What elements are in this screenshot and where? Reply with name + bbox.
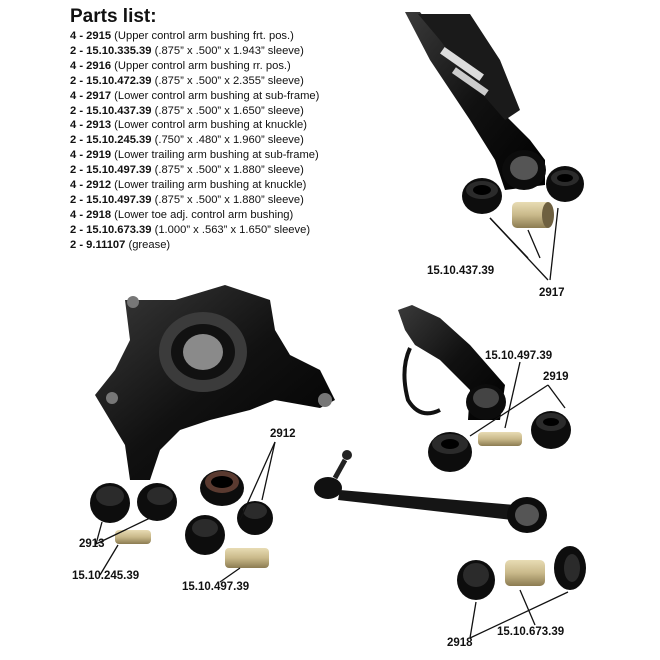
part-description: (Lower control arm bushing at knuckle) bbox=[111, 119, 307, 132]
parts-list: Parts list: 4 - 2915 (Upper control arm … bbox=[70, 6, 400, 253]
parts-list-item: 2 - 15.10.497.39 (.875” x .500” x 1.880”… bbox=[70, 163, 400, 178]
parts-list-item: 4 - 2918 (Lower toe adj. control arm bus… bbox=[70, 208, 400, 223]
part-description: (.875” x .500” x 1.880” sleeve) bbox=[151, 164, 304, 177]
callout-2912: 2912 bbox=[270, 428, 296, 440]
parts-list-item: 4 - 2919 (Lower trailing arm bushing at … bbox=[70, 148, 400, 163]
callout-15-10-437-39: 15.10.437.39 bbox=[427, 265, 495, 277]
callout-15-10-497-39-trailing: 15.10.497.39 bbox=[485, 350, 553, 362]
bushing-2912-left bbox=[185, 515, 225, 555]
part-description: (grease) bbox=[125, 238, 171, 251]
part-description: (1.000” x .563” x 1.650” sleeve) bbox=[151, 223, 311, 236]
sleeve-15-10-497-39-knuckle bbox=[225, 548, 269, 568]
part-code: 2 - 15.10.472.39 bbox=[70, 74, 152, 87]
bushing-2919-left bbox=[428, 432, 472, 472]
bushing-2919-right bbox=[531, 411, 571, 449]
part-code: 4 - 2918 bbox=[70, 208, 112, 221]
parts-list-item: 4 - 2915 (Upper control arm bushing frt.… bbox=[70, 29, 400, 44]
callout-2918: 2918 bbox=[447, 637, 473, 649]
lower-control-arm-photo bbox=[405, 12, 546, 190]
part-code: 2 - 15.10.245.39 bbox=[70, 134, 152, 147]
parts-list-item: 2 - 15.10.437.39 (.875” x .500” x 1.650”… bbox=[70, 104, 400, 119]
parts-list-item: 4 - 2912 (Lower trailing arm bushing at … bbox=[70, 178, 400, 193]
part-code: 2 - 15.10.497.39 bbox=[70, 193, 152, 206]
part-code: 2 - 15.10.673.39 bbox=[70, 223, 152, 236]
part-code: 2 - 15.10.497.39 bbox=[70, 164, 152, 177]
callout-2917: 2917 bbox=[539, 287, 565, 299]
bushing-2917-right bbox=[546, 166, 584, 202]
parts-list-item: 2 - 15.10.673.39 (1.000” x .563” x 1.650… bbox=[70, 223, 400, 238]
parts-list-item: 4 - 2917 (Lower control arm bushing at s… bbox=[70, 89, 400, 104]
part-description: (.875” x .500” x 1.650” sleeve) bbox=[151, 104, 304, 117]
part-description: (Lower control arm bushing at sub-frame) bbox=[111, 89, 320, 102]
part-description: (.875” x .500” x 1.943” sleeve) bbox=[151, 44, 304, 57]
part-code: 2 - 15.10.437.39 bbox=[70, 104, 152, 117]
trailing-arm-photo bbox=[398, 305, 506, 420]
part-code: 2 - 9.11107 bbox=[70, 238, 126, 251]
part-description: (Lower trailing arm bushing at sub-frame… bbox=[111, 149, 319, 162]
part-description: (Lower toe adj. control arm bushing) bbox=[111, 208, 294, 221]
bushing-2917-left bbox=[462, 178, 502, 214]
leader-lines-2919 bbox=[469, 361, 566, 437]
parts-list-item: 2 - 15.10.245.39 (.750” x .480” x 1.960”… bbox=[70, 133, 400, 148]
leader-lines-knuckle bbox=[95, 441, 276, 583]
toe-link-photo bbox=[314, 450, 547, 533]
part-code: 4 - 2916 bbox=[70, 59, 112, 72]
sleeve-15-10-245-39 bbox=[115, 530, 151, 544]
callout-15-10-497-39-knuckle: 15.10.497.39 bbox=[182, 581, 250, 593]
parts-list-item: 4 - 2916 (Upper control arm bushing rr. … bbox=[70, 59, 400, 74]
part-description: (Upper control arm bushing frt. pos.) bbox=[111, 30, 294, 42]
bushing-2918-right bbox=[554, 546, 586, 590]
parts-list-items: 4 - 2915 (Upper control arm bushing frt.… bbox=[70, 29, 400, 253]
part-code: 4 - 2919 bbox=[70, 149, 112, 162]
bushing-2918-left bbox=[457, 560, 495, 600]
callout-2913: 2913 bbox=[79, 538, 105, 550]
parts-list-title: Parts list: bbox=[70, 6, 157, 27]
bushing-2912-right bbox=[237, 501, 273, 535]
bushing-2913-left bbox=[90, 483, 130, 523]
parts-list-item: 2 - 15.10.497.39 (.875” x .500” x 1.880”… bbox=[70, 193, 400, 208]
bushing-2912-top bbox=[200, 470, 244, 506]
part-code: 4 - 2913 bbox=[70, 119, 112, 132]
part-code: 4 - 2917 bbox=[70, 89, 112, 102]
part-code: 4 - 2915 bbox=[70, 30, 112, 42]
part-description: (.750” x .480” x 1.960” sleeve) bbox=[151, 134, 304, 147]
callout-15-10-245-39: 15.10.245.39 bbox=[72, 570, 140, 582]
sleeve-15-10-437-39 bbox=[512, 202, 554, 228]
part-code: 2 - 15.10.335.39 bbox=[70, 44, 152, 57]
knuckle-photo bbox=[95, 285, 335, 480]
sleeve-15-10-497-39-trailing bbox=[478, 432, 522, 446]
part-description: (.875” x .500” x 2.355” sleeve) bbox=[151, 74, 304, 87]
sleeve-15-10-673-39 bbox=[505, 560, 545, 586]
parts-list-item: 2 - 9.11107 (grease) bbox=[70, 238, 400, 253]
part-description: (Upper control arm bushing rr. pos.) bbox=[111, 59, 291, 72]
parts-list-item: 4 - 2913 (Lower control arm bushing at k… bbox=[70, 118, 400, 133]
leader-lines-2918 bbox=[469, 589, 569, 639]
part-description: (Lower trailing arm bushing at knuckle) bbox=[111, 179, 307, 192]
part-code: 4 - 2912 bbox=[70, 179, 112, 192]
callout-15-10-673-39: 15.10.673.39 bbox=[497, 626, 565, 638]
part-description: (.875” x .500” x 1.880” sleeve) bbox=[151, 193, 304, 206]
parts-list-item: 2 - 15.10.335.39 (.875” x .500” x 1.943”… bbox=[70, 44, 400, 59]
callout-2919: 2919 bbox=[543, 371, 569, 383]
bushing-2913-right bbox=[137, 483, 177, 521]
parts-list-item: 2 - 15.10.472.39 (.875” x .500” x 2.355”… bbox=[70, 74, 400, 89]
leader-lines-2917 bbox=[489, 207, 559, 281]
